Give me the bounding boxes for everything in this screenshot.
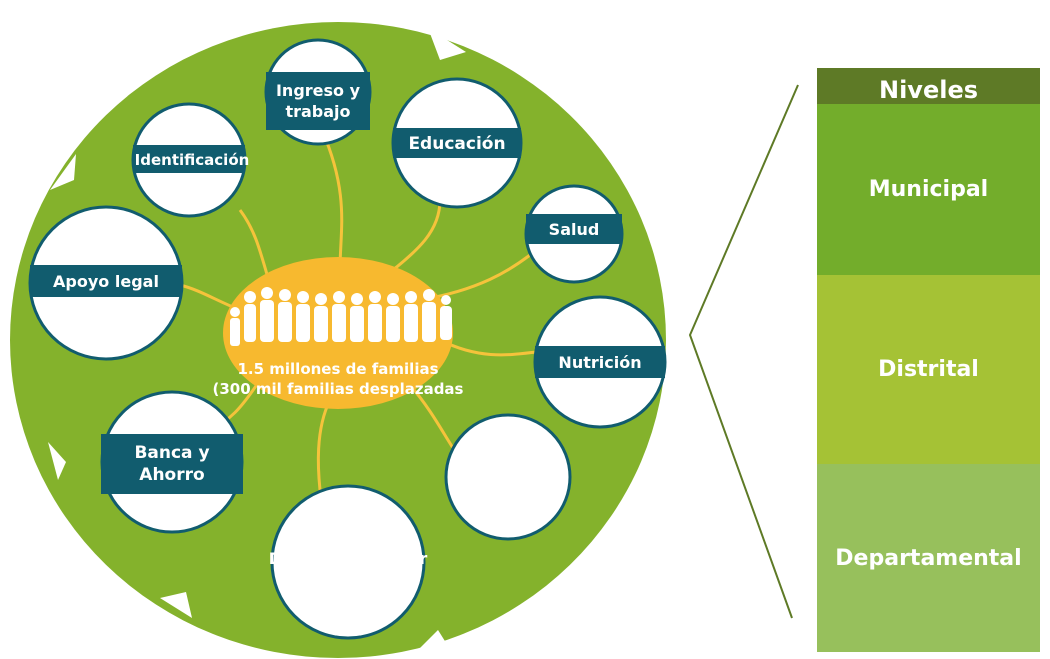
connector-line (439, 338, 537, 357)
dimension-label: Educación (408, 134, 505, 154)
dimension-label: Apoyo legal (53, 272, 159, 291)
dimension-label: Habitabilidad (447, 472, 568, 491)
dimension-node-habitabilidad: Habitabilidad (444, 413, 572, 541)
dimension-label: Dinámica familiar (269, 549, 428, 568)
family-silhouettes-icon (230, 287, 452, 346)
dimension-label: trabajo (285, 102, 350, 121)
dimension-label: Nutrición (558, 353, 641, 372)
dimension-node-banca: Banca y Ahorro (100, 390, 244, 534)
levels-panel: Niveles Municipal Distrital Departamenta… (817, 68, 1040, 652)
levels-bracket (688, 84, 799, 619)
level-departamental: Departamental (817, 464, 1040, 652)
connector-line (419, 253, 531, 302)
center-text-line1: 1.5 millones de familias (237, 360, 438, 378)
dimension-node-nutricion: Nutrición (533, 295, 667, 429)
arrow-icon (50, 154, 76, 190)
arrow-icon (160, 592, 192, 618)
dimension-node-educacion: Educación (391, 77, 523, 209)
dimension-label: Identificación (135, 151, 250, 169)
dimension-label: Banca y (134, 443, 209, 463)
level-distrital: Distrital (817, 275, 1040, 464)
dimension-node-apoyo: Apoyo legal (28, 205, 184, 361)
arrow-icon (428, 28, 466, 60)
dimension-label: Ahorro (139, 465, 204, 485)
arrow-icon (596, 110, 622, 150)
arrow-icon (566, 566, 600, 600)
connector-line (320, 129, 344, 271)
dimension-node-dinamica: Dinámica familiar (269, 484, 428, 640)
connector-line (316, 399, 332, 491)
levels-title: Niveles (817, 68, 1040, 104)
dimension-node-identificacion: Identificación (131, 102, 250, 218)
arrow-icon (48, 442, 66, 480)
level-municipal: Municipal (817, 104, 1040, 275)
dimension-node-salud: Salud (524, 184, 624, 284)
center-text-line2: (300 mil familias desplazadas (213, 380, 464, 398)
dimension-label: Ingreso y (276, 81, 361, 100)
dimension-label: Salud (549, 220, 600, 239)
dimension-node-ingreso: Ingreso y trabajo (264, 38, 372, 146)
arrow-icon (418, 630, 448, 650)
